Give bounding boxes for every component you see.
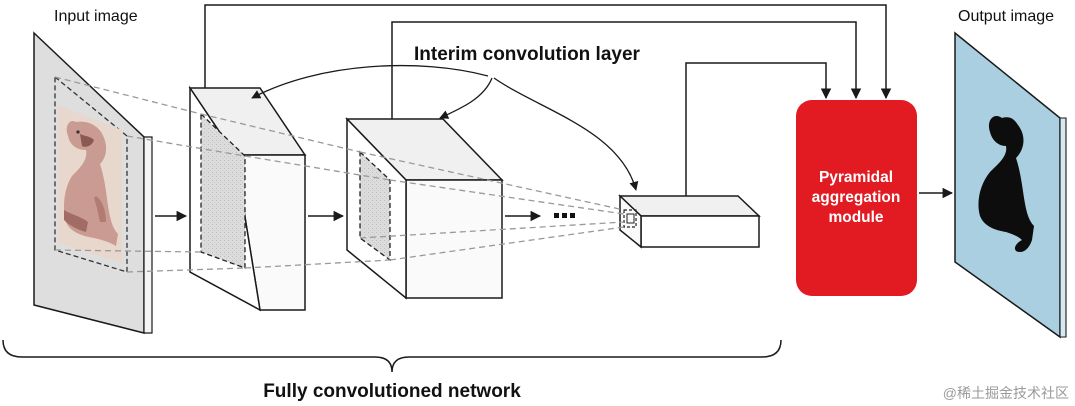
network-label: Fully convolutioned network <box>263 381 521 402</box>
ellipsis-dots <box>554 213 575 218</box>
interim-block <box>618 194 761 249</box>
label-pointer-arrows <box>251 64 639 191</box>
dog-photo <box>58 105 122 262</box>
input-image-panel <box>33 31 153 334</box>
module-label-line2: aggregation <box>812 189 901 206</box>
projection-lines <box>54 76 625 273</box>
module-label-line1: Pyramidal <box>819 169 893 186</box>
output-image-panel <box>954 31 1067 339</box>
forward-arrows <box>155 187 954 222</box>
conv-block-1 <box>188 85 307 312</box>
conv-block-2 <box>345 117 504 300</box>
input-image-label: Input image <box>54 8 138 25</box>
skip-connections <box>204 4 892 196</box>
output-image-label: Output image <box>958 8 1054 25</box>
interim-layer-label: Interim convolution layer <box>414 44 641 65</box>
module-label-line3: module <box>828 209 883 226</box>
dog-silhouette <box>978 115 1034 252</box>
network-brace <box>2 339 782 373</box>
pyramidal-aggregation-module: Pyramidal aggregation module <box>796 100 917 296</box>
watermark: @稀土掘金技术社区 <box>943 385 1069 401</box>
